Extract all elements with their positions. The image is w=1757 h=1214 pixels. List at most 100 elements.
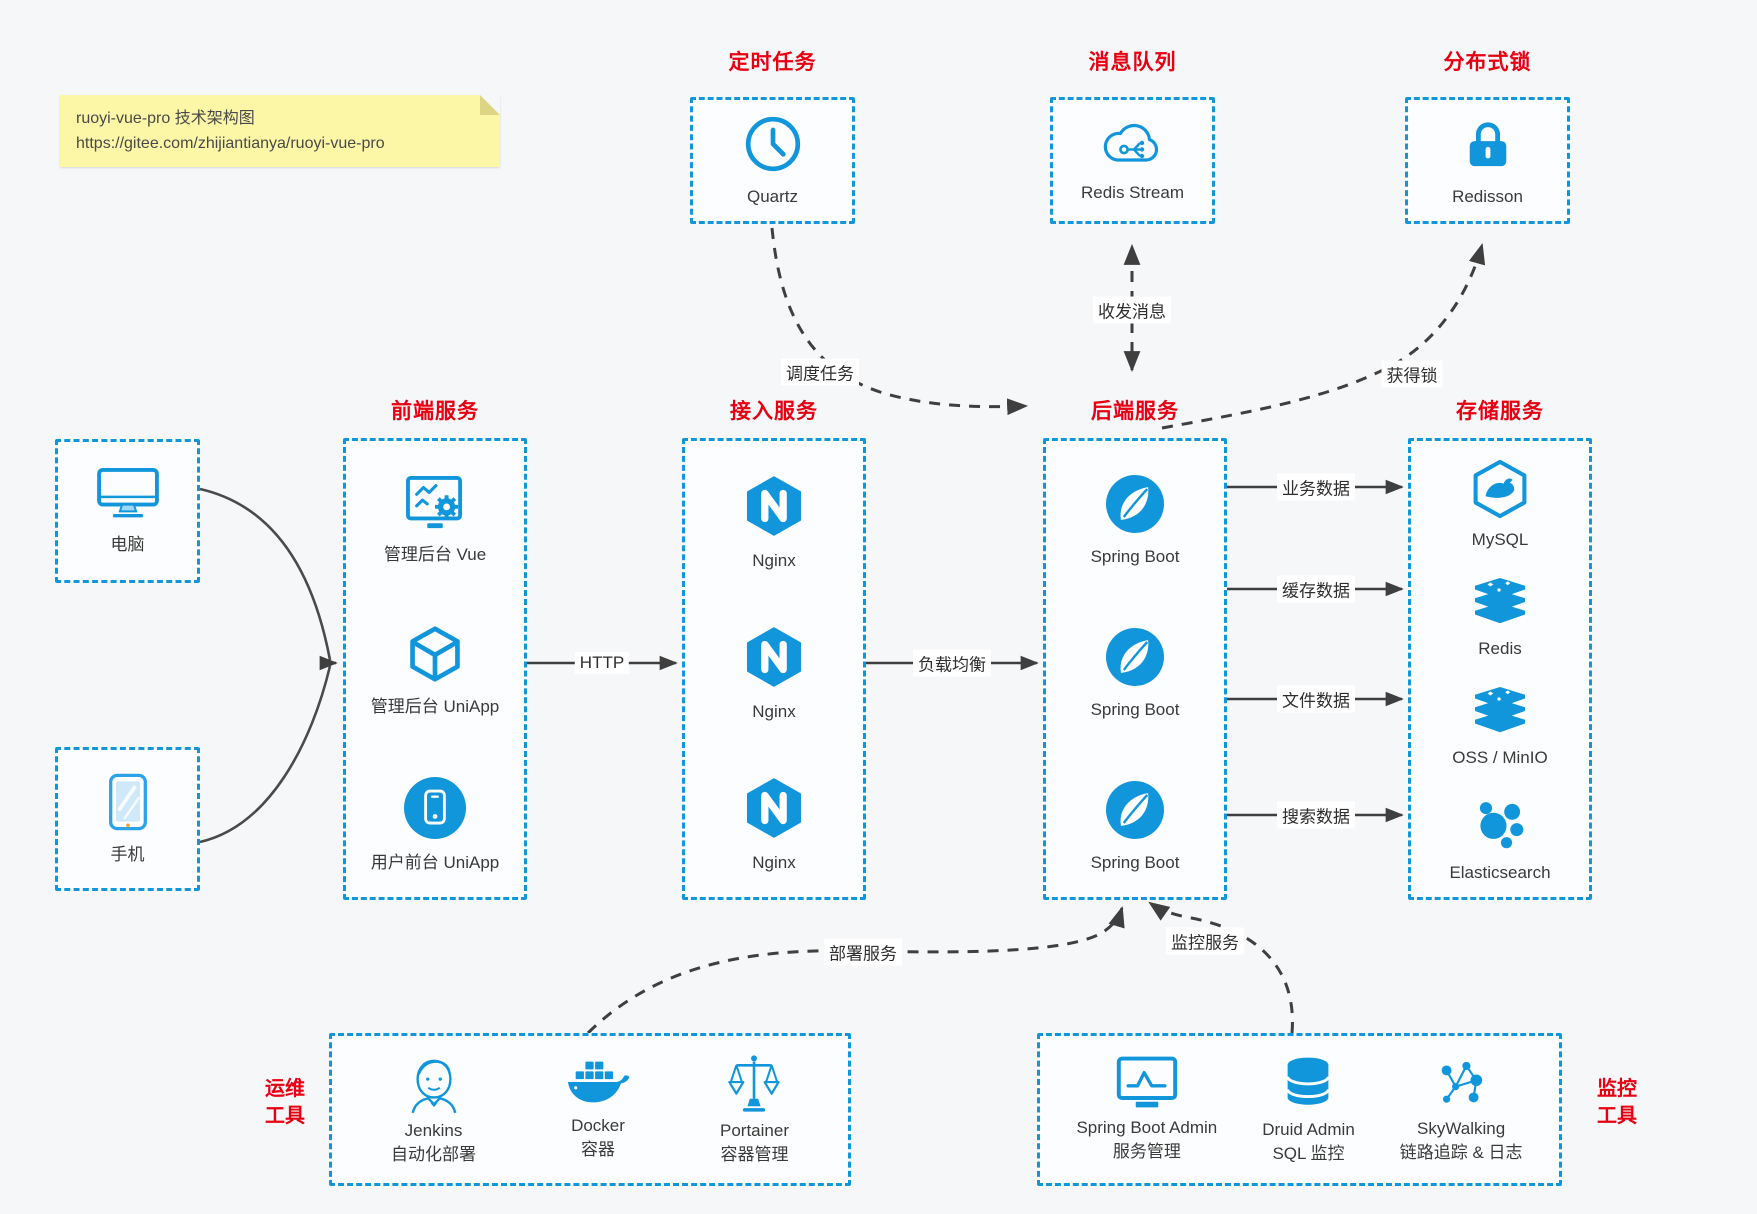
admin-vue-item: 管理后台 Vue	[384, 475, 486, 565]
spring-boot-item: Spring Boot	[1090, 628, 1180, 720]
item-label: Redis	[1478, 639, 1522, 658]
item-label: Nginx	[752, 702, 796, 721]
item-label: OSS / MinIO	[1452, 748, 1548, 767]
item-label: 用户前台 UniApp	[370, 853, 500, 872]
redisson-box: Redisson	[1405, 97, 1570, 224]
group-title-distributed-lock: 分布式锁	[1443, 51, 1532, 74]
edge-label-acquire-lock: 获得锁	[1381, 360, 1443, 388]
monitor-tools-side-title: 监控 工具	[1582, 1076, 1652, 1130]
skywalking-item: SkyWalking 链路追踪 & 日志	[1400, 1055, 1523, 1164]
docker-item: Docker 容器	[566, 1058, 630, 1161]
oss-icon	[1471, 687, 1529, 742]
item-label: Elasticsearch	[1449, 863, 1551, 882]
pc-client-box: 电脑	[55, 439, 200, 583]
mobile-client-item: 手机	[108, 773, 148, 865]
item-label: 管理后台 UniApp	[370, 697, 500, 716]
edge-label-monitor: 监控服务	[1166, 927, 1244, 955]
desktop-icon	[96, 467, 160, 526]
edge-label-http: HTTP	[574, 652, 630, 674]
druid-icon	[1283, 1054, 1333, 1117]
frontend-services-box: 管理后台 Vue 管理后台 UniApp 用户前台 UniApp	[343, 438, 527, 900]
item-label: Redis Stream	[1081, 182, 1184, 202]
skywalking-icon	[1434, 1055, 1488, 1116]
jenkins-item: Jenkins 自动化部署	[391, 1053, 476, 1166]
mobile-client-box: 手机	[55, 747, 200, 891]
item-label: Spring Boot	[1090, 853, 1180, 872]
nginx-item: Nginx	[746, 626, 802, 722]
lock-icon	[1463, 115, 1513, 178]
spring-boot-icon	[1106, 628, 1164, 691]
edge-label-load-balance: 负载均衡	[913, 649, 991, 677]
item-label: Spring Boot Admin	[1076, 1118, 1218, 1137]
item-label: 电脑	[110, 535, 145, 554]
access-services-box: Nginx Nginx Nginx	[682, 438, 866, 900]
redisson-item: Redisson	[1452, 115, 1523, 207]
note-title: ruoyi-vue-pro 技术架构图	[76, 110, 255, 127]
phone-icon	[108, 773, 148, 836]
edge-label-deploy: 部署服务	[824, 938, 902, 966]
jenkins-icon	[407, 1053, 461, 1118]
item-sublabel: 容器管理	[720, 1145, 789, 1164]
item-label: MySQL	[1471, 530, 1529, 549]
edge-label-messaging: 收发消息	[1093, 296, 1171, 324]
mysql-icon	[1472, 459, 1528, 524]
item-label: 管理后台 Vue	[383, 545, 487, 564]
item-label: Nginx	[752, 551, 796, 570]
nginx-icon	[746, 777, 802, 844]
nginx-item: Nginx	[746, 777, 802, 873]
item-sublabel: SQL 监控	[1272, 1144, 1345, 1163]
item-label: Nginx	[752, 853, 796, 872]
redis-stream-item: Redis Stream	[1081, 119, 1184, 203]
group-title-message-queue: 消息队列	[1088, 51, 1177, 74]
redis-stream-box: Redis Stream	[1050, 97, 1215, 224]
ops-tools-side-title: 运维 工具	[250, 1076, 320, 1130]
edge-label-business-data: 业务数据	[1277, 473, 1355, 501]
edge-label-file-data: 文件数据	[1277, 685, 1355, 713]
backend-services-box: Spring Boot Spring Boot Spring Boot	[1043, 438, 1227, 900]
elasticsearch-icon	[1472, 796, 1528, 857]
item-sublabel: 链路追踪 & 日志	[1399, 1143, 1523, 1162]
mq-cloud-icon	[1099, 119, 1165, 174]
spring-boot-item: Spring Boot	[1091, 475, 1179, 567]
group-title-frontend: 前端服务	[391, 400, 479, 423]
admin-uniapp-item: 管理后台 UniApp	[371, 625, 499, 717]
druid-item: Druid Admin SQL 监控	[1262, 1054, 1355, 1165]
spring-boot-admin-item: Spring Boot Admin 服务管理	[1076, 1056, 1217, 1163]
edge-label-schedule: 调度任务	[781, 358, 859, 386]
edge-label-search-data: 搜索数据	[1277, 801, 1355, 829]
note-url: https://gitee.com/zhijiantianya/ruoyi-vu…	[76, 135, 385, 152]
item-label: Quartz	[746, 186, 799, 206]
user-app-icon	[403, 777, 466, 844]
spring-boot-admin-icon	[1116, 1056, 1178, 1115]
sticky-note: ruoyi-vue-pro 技术架构图 https://gitee.com/zh…	[60, 95, 500, 167]
item-sublabel: 自动化部署	[391, 1145, 476, 1164]
pc-client-item: 电脑	[96, 467, 160, 555]
clock-icon	[744, 115, 802, 178]
nginx-icon	[746, 475, 802, 542]
item-label: SkyWalking	[1417, 1119, 1506, 1138]
monitor-tools-side-line2: 工具	[1597, 1105, 1637, 1127]
ops-tools-box: Jenkins 自动化部署 Docker 容器	[329, 1033, 851, 1186]
monitor-tools-box: Spring Boot Admin 服务管理 Druid Admin SQL 监…	[1037, 1033, 1562, 1186]
item-label: Jenkins	[404, 1121, 463, 1140]
quartz-box: Quartz	[690, 97, 855, 224]
redis-icon	[1471, 578, 1529, 633]
quartz-item: Quartz	[744, 115, 802, 207]
edge-label-cache-data: 缓存数据	[1277, 575, 1355, 603]
item-label: Docker	[571, 1116, 625, 1135]
item-label: Spring Boot	[1090, 700, 1180, 719]
item-label: Redisson	[1452, 186, 1523, 206]
spring-boot-icon	[1106, 781, 1164, 844]
admin-vue-icon	[403, 475, 467, 536]
group-title-access: 接入服务	[730, 400, 818, 423]
oss-minio-item: OSS / MinIO	[1452, 687, 1548, 768]
ops-tools-side-line1: 运维	[265, 1078, 305, 1100]
group-title-scheduled-task: 定时任务	[728, 51, 817, 74]
storage-services-box: MySQL Redis OSS / MinIO	[1408, 438, 1592, 900]
portainer-item: Portainer 容器管理	[720, 1053, 789, 1166]
docker-icon	[566, 1058, 630, 1113]
item-label: Portainer	[720, 1121, 789, 1140]
redis-item: Redis	[1471, 578, 1529, 659]
mysql-item: MySQL	[1471, 459, 1529, 550]
item-label: Druid Admin	[1262, 1120, 1355, 1139]
